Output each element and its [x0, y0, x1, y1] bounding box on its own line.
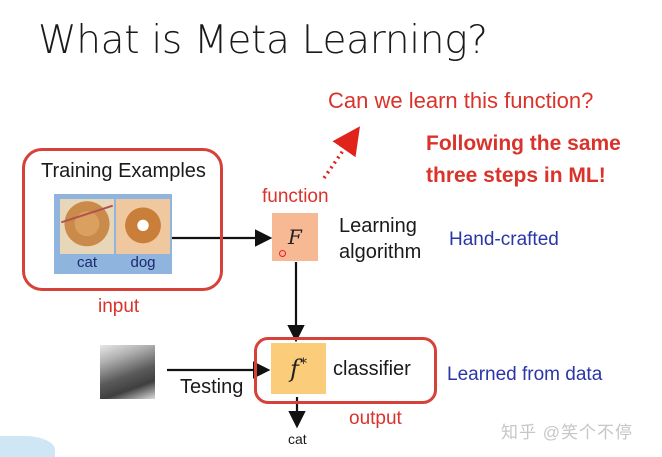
F-symbol: F	[288, 225, 302, 249]
testing-label: Testing	[180, 376, 244, 398]
learning-line1: Learning	[339, 215, 417, 237]
f-symbol: f	[290, 354, 299, 383]
function-tag: function	[262, 186, 329, 207]
dog-photo-icon	[116, 199, 170, 254]
example-label-cat: cat	[76, 254, 97, 271]
learning-algorithm-label: Learning algorithm	[339, 213, 421, 265]
cursor-dot-icon	[279, 250, 286, 257]
gray-cat-photo-icon	[100, 345, 155, 399]
input-tag: input	[98, 296, 140, 317]
classifier-label: classifier	[333, 358, 411, 380]
slide-title: What is Meta Learning?	[38, 18, 488, 63]
classifier-box: f*	[271, 343, 326, 394]
cloud-decoration-icon	[0, 436, 55, 457]
callout-question: Can we learn this function?	[328, 88, 594, 113]
training-examples-heading: Training Examples	[41, 160, 206, 182]
training-examples-panel: cat dog	[54, 194, 172, 274]
example-label-dog: dog	[130, 254, 156, 271]
watermark: 知乎 @笑个不停	[501, 423, 633, 442]
hand-crafted-annotation: Hand-crafted	[449, 229, 559, 250]
output-frame	[254, 337, 437, 404]
test-result-label: cat	[288, 431, 307, 447]
input-frame	[22, 148, 223, 291]
callout-steps: Following the same three steps in ML!	[426, 128, 621, 192]
callout-steps-line2: three steps in ML!	[426, 164, 606, 187]
f-star-symbol: f*	[290, 355, 307, 383]
cat-photo-icon	[60, 199, 114, 254]
learned-from-data-annotation: Learned from data	[447, 364, 603, 385]
callout-steps-line1: Following the same	[426, 132, 621, 155]
learning-line2: algorithm	[339, 241, 422, 263]
dotted-arrow	[322, 126, 360, 179]
output-tag: output	[349, 408, 402, 429]
star-superscript: *	[299, 355, 307, 372]
